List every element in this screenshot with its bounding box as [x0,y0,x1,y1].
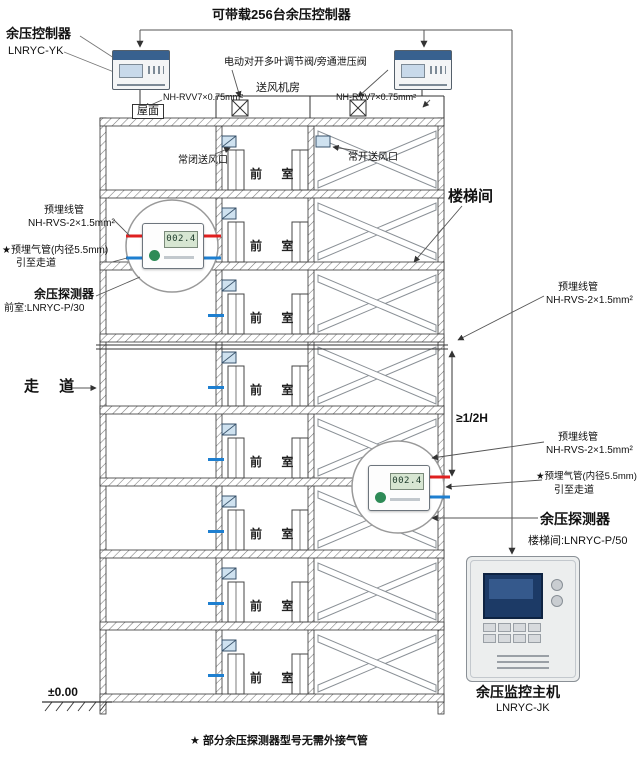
controller-leaders [63,35,115,73]
right-conduit-lower-spec: NH-RVS-2×1.5mm² [546,445,633,456]
air-tube-stubs [208,314,224,677]
roof-label: 屋面 [132,104,164,119]
cable-spec-left: NH-RVV7×0.75mm² [163,92,244,102]
host-speaker-slot [497,667,549,669]
host-speaker-slot [497,661,549,663]
host-key [483,623,496,632]
detector-label-strip [390,498,420,501]
left-air-tube-dest: 引至走道 [16,258,56,269]
pressure-detector-stairwell: 002.4 [368,465,430,511]
open-vent-label: 常开送风口 [348,152,398,163]
monitoring-host [466,556,580,682]
host-key [483,634,496,643]
controller-name-label: 余压控制器 [6,26,72,41]
controller-buttons [430,66,446,74]
right-conduit-upper-label: 预埋线管 [558,282,598,293]
controller-display [119,64,143,78]
controller-model-label: LNRYC-YK [8,45,64,57]
vestibule-label: 前 室 [250,599,302,613]
right-air-tube-dest: 引至走道 [554,485,594,496]
brand-logo-icon [375,492,386,503]
host-key [513,634,526,643]
pressure-detector-front-room: 002.4 [142,223,204,269]
right-detector-label: 余压探测器 [540,511,610,527]
half-height-label: ≥1/2H [456,411,488,425]
ground-level-mark [42,701,112,712]
detector-label-strip [164,256,194,259]
left-conduit-spec: NH-RVS-2×1.5mm² [28,218,115,229]
open-vent [315,135,331,148]
host-round-button [551,595,563,607]
closed-vent-label: 常闭送风口 [178,155,228,166]
controller-base [117,84,165,86]
left-conduit-label: 预埋线管 [44,205,84,216]
controller-display [401,64,425,78]
detector-lcd: 002.4 [164,231,198,248]
host-key [498,634,511,643]
ground-level-label: ±0.00 [48,685,78,699]
stairwell-label: 楼梯间 [448,188,494,205]
host-model-label: LNRYC-JK [496,702,550,714]
diagram-title: 可带载256台余压控制器 [212,7,351,22]
pressure-controller-right [394,50,452,90]
left-detector-model: 前室:LNRYC-P/30 [4,303,85,314]
valve-label: 电动对开多叶调节阀/旁通泄压阀 [224,57,367,68]
vestibule-label: 前 室 [250,167,302,181]
vestibule-label: 前 室 [250,383,302,397]
right-air-tube-label: ★预埋气管(内径5.5mm) [536,471,637,482]
host-key [498,623,511,632]
floor-units [221,130,437,695]
vestibule-label: 前 室 [250,239,302,253]
brand-logo-icon [149,250,160,261]
controller-base [399,84,447,86]
right-conduit-upper-spec: NH-RVS-2×1.5mm² [546,295,633,306]
right-detector-model: 楼梯间:LNRYC-P/50 [528,535,628,547]
cable-spec-right: NH-RVV7×0.75mm² [336,92,417,102]
annotation-leaders [72,69,545,522]
host-speaker-slot [497,655,549,657]
pressure-controller-left [112,50,170,90]
fan-room-label: 送风机房 [256,82,300,94]
vestibule-label: 前 室 [250,671,302,685]
controller-buttons [148,66,164,74]
right-conduit-lower-label: 预埋线管 [558,432,598,443]
host-screen [483,573,543,619]
controller-header-band [113,51,169,60]
vestibule-label: 前 室 [250,527,302,541]
left-detector-label: 余压探测器 [34,287,95,301]
footnote: ★ 部分余压探测器型号无需外接气管 [190,735,368,747]
damper-valves [231,99,367,117]
detector-lcd: 002.4 [390,473,424,490]
host-key [528,634,541,643]
connection-bus [136,29,516,555]
vestibule-label: 前 室 [250,311,302,325]
host-panel [470,560,576,678]
left-air-tube-label: ★预埋气管(内径5.5mm) [2,245,109,256]
host-key [513,623,526,632]
host-key [528,623,541,632]
host-round-button [551,579,563,591]
vestibule-label: 前 室 [250,455,302,469]
controller-header-band [395,51,451,60]
host-name-label: 余压监控主机 [476,684,560,700]
corridor-label: 走 道 [24,378,83,395]
